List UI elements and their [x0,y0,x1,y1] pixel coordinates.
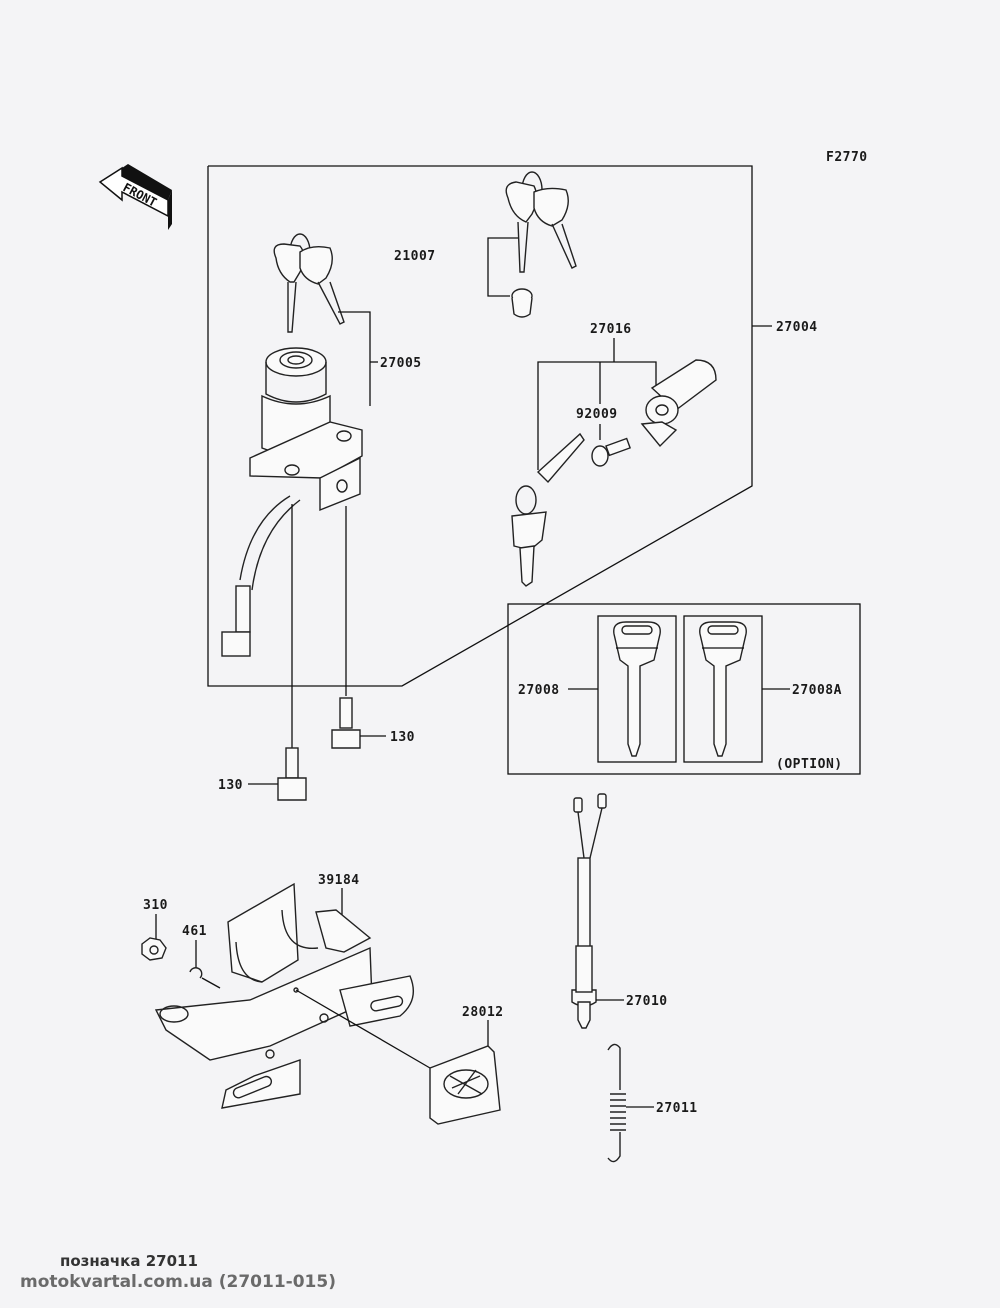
lock-keys [511,432,585,587]
label-92009: 92009 [576,407,618,422]
lock-assembly [640,359,717,448]
label-27016: 27016 [590,322,632,337]
label-27011: 27011 [656,1101,698,1116]
option-label: (OPTION) [776,757,843,772]
front-arrow-icon: FRONT [98,164,172,230]
clip-461 [189,967,203,979]
nut-310 [141,937,167,961]
footer-caption: позначка 27011 [60,1252,198,1270]
label-310: 310 [143,898,168,913]
label-27005: 27005 [380,356,422,371]
option-box [507,603,861,775]
label-461: 461 [182,924,207,939]
bolt-130-left [277,747,307,801]
label-130-right: 130 [390,730,415,745]
label-27010: 27010 [626,994,668,1009]
ignition-keys [273,233,345,333]
seat-lock-keys [505,171,577,273]
bolt-130-right [331,697,361,749]
label-27008A: 27008A [792,683,842,698]
bracket-39184 [154,882,414,1109]
label-21007: 21007 [394,249,436,264]
option-key-27008A [699,621,747,757]
screw-92009 [591,437,631,467]
seat-lock-cylinder [511,288,533,318]
label-39184: 39184 [318,873,360,888]
figure-code: F2770 [826,150,868,165]
reflector-28012 [429,1045,501,1125]
label-28012: 28012 [462,1005,504,1020]
label-27008: 27008 [518,683,560,698]
ignition-switch [221,347,363,657]
option-key-27008 [613,621,661,757]
label-27004: 27004 [776,320,818,335]
kit-box-outline [207,165,753,687]
brake-switch-27010 [571,793,607,1029]
label-130-left: 130 [218,778,243,793]
footer-source: motokvartal.com.ua (27011-015) [20,1272,336,1292]
spring-27011 [607,1043,626,1163]
